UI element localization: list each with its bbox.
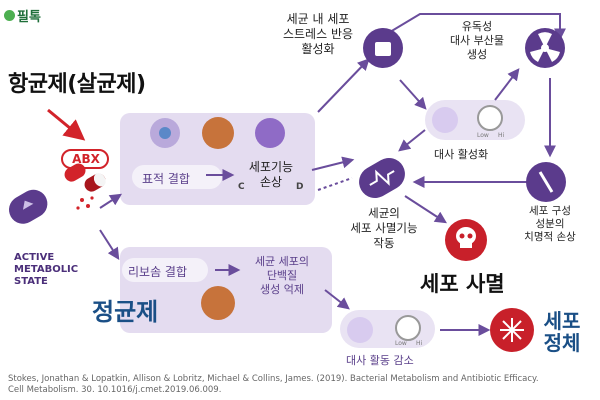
citation-line2: Cell Metabolism. 30. 10.1016/j.cmet.2019… [8, 385, 222, 395]
connector-damage-deathfunc [311, 156, 355, 171]
lethal-line1: 세포 구성 [529, 205, 571, 217]
active-line2: METABOLIC [14, 264, 79, 275]
citation-line1: Stokes, Jonathan & Lopatkin, Allison & L… [8, 374, 539, 384]
target-binding-pill [132, 165, 222, 189]
logo-icon [4, 10, 15, 21]
ribosome-icon-2 [201, 286, 235, 320]
cell-stasis-line1: 세포 [543, 309, 581, 333]
heading-bacteriostatic: 정균제 [92, 298, 159, 326]
stress-line2: 스트레스 반응 [282, 27, 354, 41]
death-func-line3: 작동 [373, 236, 395, 250]
toxic-line1: 유독성 [461, 20, 493, 33]
gauge-low-label: Low [477, 132, 489, 139]
abx-label: ABX [72, 152, 100, 166]
cut-label-c: C [238, 182, 245, 192]
cell-damage-label: 세포기능 손상 [234, 160, 308, 190]
active-line3: STATE [14, 276, 48, 287]
lethal-line2: 성분의 [535, 218, 565, 230]
active-line1: ACTIVE [14, 252, 55, 263]
toxic-line3: 생성 [466, 48, 488, 61]
protein-line3: 생성 억제 [260, 283, 304, 296]
bacterium-icon [9, 189, 48, 224]
decrease-gauge-hi: Hi [416, 340, 423, 347]
target-binding-label: 표적 결합 [142, 172, 190, 186]
ribosome-binding-label: 리보솜 결합 [128, 265, 188, 279]
connector-stress-metabolic [399, 79, 427, 110]
metabolic-activation-label: 대사 활성화 [434, 148, 489, 161]
cell-damage-line2: 손상 [259, 175, 283, 189]
ribosome-pill [122, 258, 208, 282]
cell-stasis-line2: 정체 [543, 331, 581, 355]
stress-response-label: 세균 내 세포 스트레스 반응 활성화 [272, 12, 364, 57]
connector-metabolic-toxic [494, 68, 520, 101]
death-func-line2: 세포 사멸기능 [350, 221, 418, 235]
connector-protein-decrease [324, 289, 350, 310]
decrease-gauge-icon [395, 315, 421, 341]
ribosome-icon [202, 117, 234, 149]
heading-bactericidal: 항균제(살균제) [8, 72, 146, 97]
connector-dashed [317, 177, 353, 191]
cut-label-d: D [296, 182, 304, 192]
decrease-gauge-low: Low [395, 340, 407, 347]
heading-cell-death: 세포 사멸 [420, 272, 505, 296]
death-func-line1: 세균의 [368, 206, 400, 220]
logo: 필톡 [4, 6, 41, 25]
connector-to-bactericidal [99, 193, 123, 209]
stress-line3: 활성화 [301, 42, 335, 56]
connector-to-stress [317, 58, 370, 113]
lethal-damage-label: 세포 구성 성분의 치명적 손상 [508, 205, 592, 244]
toxic-line2: 대사 부산물 [449, 34, 505, 47]
connector-deathfunc-death [404, 195, 448, 224]
connector-metabolic-deathfunc [398, 129, 426, 152]
logo-text: 필톡 [17, 10, 41, 25]
lethal-line3: 치명적 손상 [524, 231, 576, 243]
metabolic-bacterium-icon [432, 107, 458, 133]
connector-to-bacteriostatic [99, 229, 120, 261]
connector-stress-toxic [389, 13, 566, 41]
protein-line2: 단백질 [266, 269, 298, 282]
cell-damage-icon [255, 118, 285, 148]
red-arrow-icon [47, 108, 86, 141]
metabolic-decrease-label: 대사 활동 감소 [346, 354, 414, 367]
heading-cell-stasis: 세포 정체 [534, 310, 590, 354]
cell-damage-line1: 세포기능 [248, 160, 294, 174]
metabolic-gauge-icon [477, 105, 503, 131]
death-function-label: 세균의 세포 사멸기능 작동 [338, 206, 430, 251]
abx-capsule-icon [61, 149, 109, 210]
active-state-label: ACTIVE METABOLIC STATE [14, 252, 78, 288]
citation: Stokes, Jonathan & Lopatkin, Allison & L… [8, 374, 568, 396]
toxic-byproduct-label: 유독성 대사 부산물 생성 [438, 20, 516, 62]
protein-line1: 세균 세포의 [254, 255, 310, 268]
stress-line1: 세균 내 세포 [286, 12, 350, 26]
decrease-bacterium-icon [347, 317, 373, 343]
gauge-hi-label: Hi [498, 132, 505, 139]
heart-monitor-icon [359, 158, 405, 198]
protein-inhibit-label: 세균 세포의 단백질 생성 억제 [240, 255, 324, 297]
